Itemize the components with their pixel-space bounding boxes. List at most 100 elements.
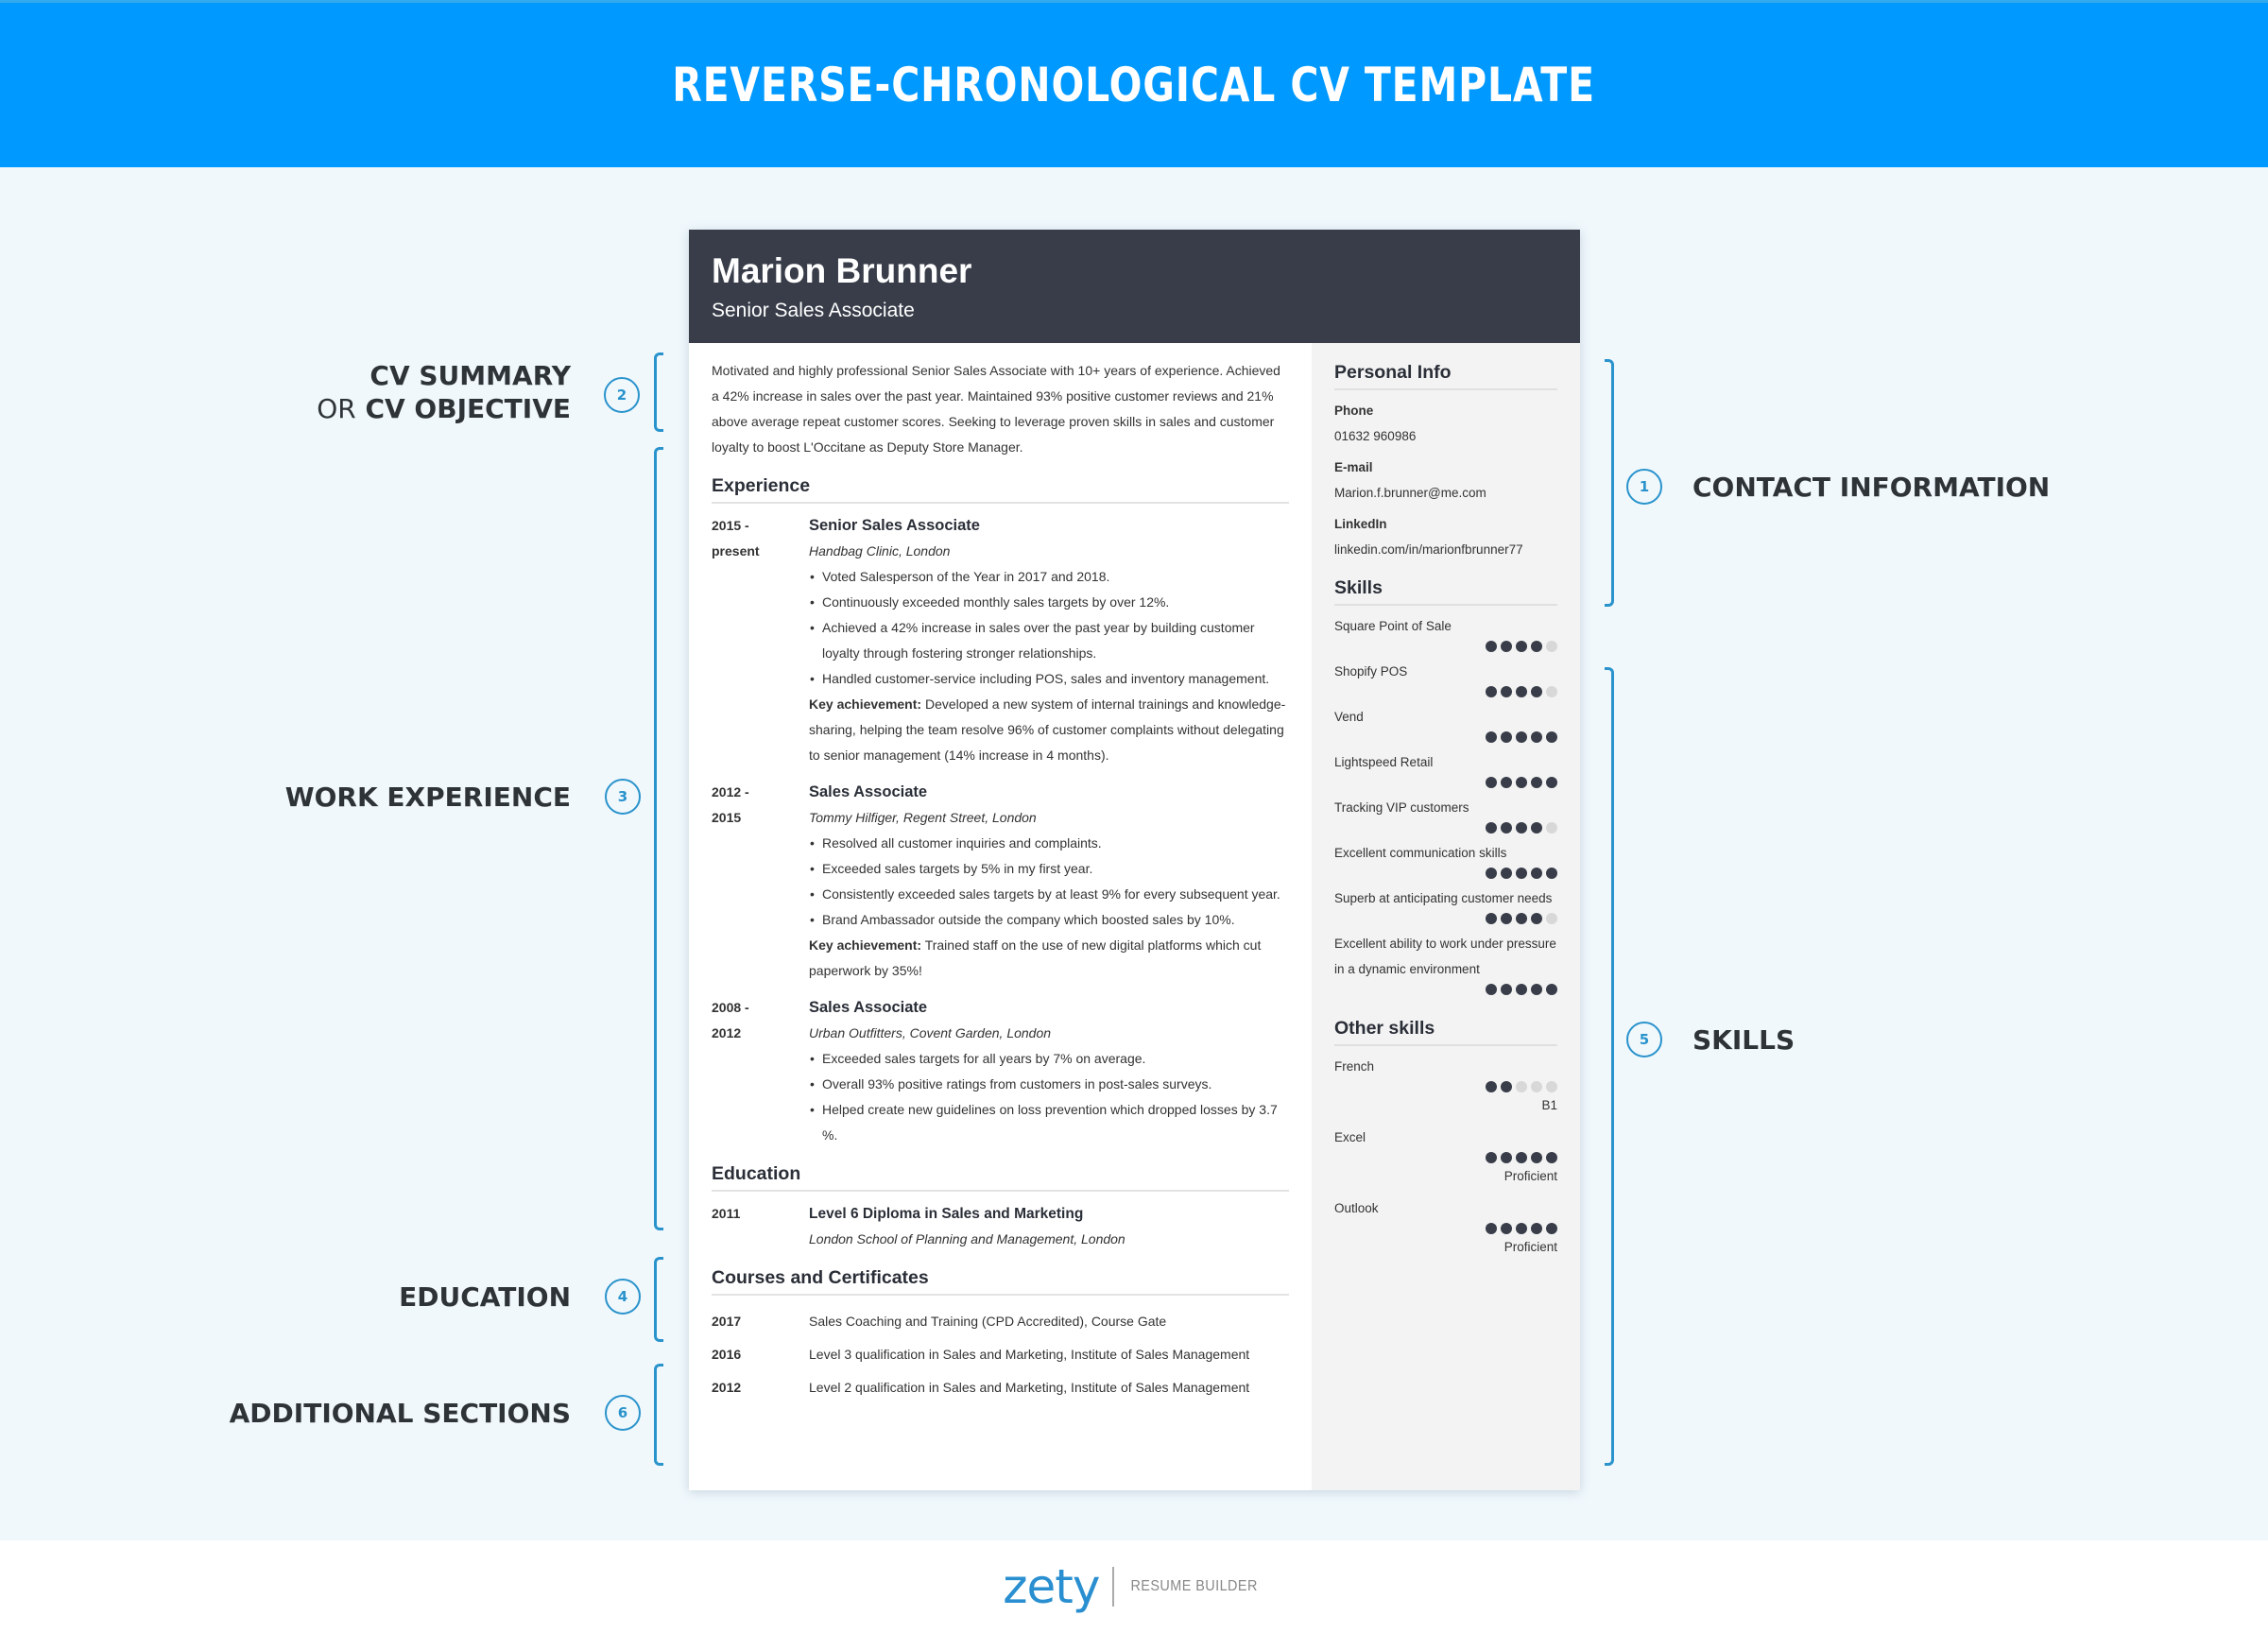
skill-item: Shopify POS: [1334, 659, 1557, 697]
rating-dot-filled-icon: [1486, 641, 1497, 652]
footer: zety RESUME BUILDER: [0, 1540, 2268, 1633]
candidate-name: Marion Brunner: [712, 251, 972, 290]
rating-dot-filled-icon: [1546, 984, 1557, 995]
date-start: 2012 -: [712, 784, 749, 799]
footer-tagline: RESUME BUILDER: [1130, 1578, 1259, 1594]
course-entry: 2017 Sales Coaching and Training (CPD Ac…: [712, 1305, 1289, 1338]
rating-dot-filled-icon: [1516, 984, 1527, 995]
bullet: Consistently exceeded sales targets by a…: [809, 882, 1289, 907]
skill-rating: [1334, 686, 1557, 697]
skill-rating: [1334, 913, 1557, 924]
key-achievement-text: Trained staff on the use of new digital …: [809, 937, 1262, 978]
skill-name: Excel: [1334, 1130, 1366, 1144]
rating-dot-filled-icon: [1546, 731, 1557, 743]
annotation-label-prefix: OR: [317, 393, 356, 424]
degree: Level 6 Diploma in Sales and Marketing: [809, 1206, 1084, 1222]
skill-name: French: [1334, 1059, 1375, 1074]
rating-dot-filled-icon: [1501, 1081, 1512, 1092]
rating-dot-empty-icon: [1516, 1081, 1527, 1092]
rating-dot-filled-icon: [1531, 868, 1542, 879]
annotation-work-experience: WORK EXPERIENCE: [284, 782, 571, 813]
resume-document: Marion Brunner Senior Sales Associate Mo…: [689, 230, 1580, 1490]
job-bullets: Resolved all customer inquiries and comp…: [809, 831, 1289, 933]
phone-value: 01632 960986: [1334, 429, 1417, 443]
rating-dot-filled-icon: [1546, 1152, 1557, 1163]
rating-dot-filled-icon: [1501, 913, 1512, 924]
rating-dot-filled-icon: [1486, 913, 1497, 924]
date-end: present: [712, 543, 760, 559]
rating-dot-empty-icon: [1531, 1081, 1542, 1092]
bullet: Exceeded sales targets by 5% in my first…: [809, 856, 1289, 882]
rating-dot-filled-icon: [1516, 1223, 1527, 1234]
annotation-label: CV OBJECTIVE: [365, 393, 571, 424]
bracket-additional: [654, 1364, 663, 1466]
page-title: REVERSE-CHRONOLOGICAL CV TEMPLATE: [672, 58, 1596, 112]
course-date: 2012: [712, 1380, 742, 1395]
rating-dot-filled-icon: [1516, 868, 1527, 879]
school: London School of Planning and Management…: [809, 1231, 1125, 1246]
course-date: 2017: [712, 1314, 742, 1329]
key-achievement: Key achievement: Trained staff on the us…: [809, 933, 1289, 984]
rating-dot-filled-icon: [1501, 777, 1512, 788]
rating-dot-filled-icon: [1501, 1223, 1512, 1234]
rating-dot-filled-icon: [1531, 822, 1542, 834]
date-end: 2015: [712, 810, 742, 825]
email-value: Marion.f.brunner@me.com: [1334, 486, 1486, 500]
rating-dot-filled-icon: [1516, 777, 1527, 788]
rating-dot-filled-icon: [1486, 731, 1497, 743]
rating-dot-filled-icon: [1531, 731, 1542, 743]
rating-dot-filled-icon: [1516, 686, 1527, 697]
course-text: Sales Coaching and Training (CPD Accredi…: [809, 1314, 1167, 1329]
skill-item: Vend: [1334, 704, 1557, 743]
key-achievement-label: Key achievement:: [809, 937, 922, 953]
date-start: 2008 -: [712, 1000, 749, 1015]
skill-name: Excellent communication skills: [1334, 846, 1507, 860]
bullet: Handled customer-service including POS, …: [809, 666, 1289, 692]
annotation-label: CV SUMMARY: [369, 360, 571, 391]
annotation-additional-sections: ADDITIONAL SECTIONS: [229, 1398, 571, 1429]
key-achievement-text: Developed a new system of internal train…: [809, 696, 1286, 763]
skill-rating: [1334, 1081, 1557, 1092]
rating-dot-filled-icon: [1486, 1223, 1497, 1234]
key-achievement: Key achievement: Developed a new system …: [809, 692, 1289, 768]
rating-dot-filled-icon: [1546, 777, 1557, 788]
bracket-summary: [654, 352, 663, 432]
job-bullets: Exceeded sales targets for all years by …: [809, 1046, 1289, 1148]
skill-item: Lightspeed Retail: [1334, 749, 1557, 788]
job-dates: 2012 - 2015: [712, 780, 809, 984]
company: Urban Outfitters, Covent Garden, London: [809, 1025, 1052, 1040]
job-title: Sales Associate: [809, 783, 928, 800]
rating-dot-filled-icon: [1516, 731, 1527, 743]
job-title: Senior Sales Associate: [809, 517, 980, 534]
resume-sidebar: Personal Info Phone 01632 960986 E-mail …: [1312, 343, 1580, 1490]
bullet: Resolved all customer inquiries and comp…: [809, 831, 1289, 856]
bracket-skills: [1605, 667, 1614, 1466]
rating-dot-filled-icon: [1501, 641, 1512, 652]
rating-dot-filled-icon: [1531, 1223, 1542, 1234]
resume-header: Marion Brunner Senior Sales Associate: [689, 230, 1580, 343]
section-title-personal-info: Personal Info: [1334, 360, 1557, 390]
rating-dot-filled-icon: [1501, 686, 1512, 697]
education-entry: 2011 Level 6 Diploma in Sales and Market…: [712, 1201, 1289, 1252]
rating-dot-filled-icon: [1501, 1152, 1512, 1163]
course-entry: 2012 Level 2 qualification in Sales and …: [712, 1371, 1289, 1404]
skill-rating: [1334, 777, 1557, 788]
skill-rating: [1334, 1152, 1557, 1163]
footer-divider: [1112, 1567, 1115, 1607]
rating-dot-filled-icon: [1516, 822, 1527, 834]
annotation-education: EDUCATION: [399, 1281, 571, 1313]
number-badge-1: 1: [1626, 469, 1662, 505]
number-badge-5: 5: [1626, 1022, 1662, 1057]
key-achievement-label: Key achievement:: [809, 696, 922, 712]
skill-name: Shopify POS: [1334, 664, 1408, 679]
phone-label: Phone: [1334, 404, 1374, 418]
page-banner: REVERSE-CHRONOLOGICAL CV TEMPLATE: [0, 0, 2268, 167]
candidate-title: Senior Sales Associate: [712, 300, 915, 321]
rating-dot-filled-icon: [1486, 686, 1497, 697]
rating-dot-filled-icon: [1531, 1152, 1542, 1163]
cv-summary: Motivated and highly professional Senior…: [712, 363, 1280, 455]
education-date: 2011: [712, 1206, 741, 1221]
